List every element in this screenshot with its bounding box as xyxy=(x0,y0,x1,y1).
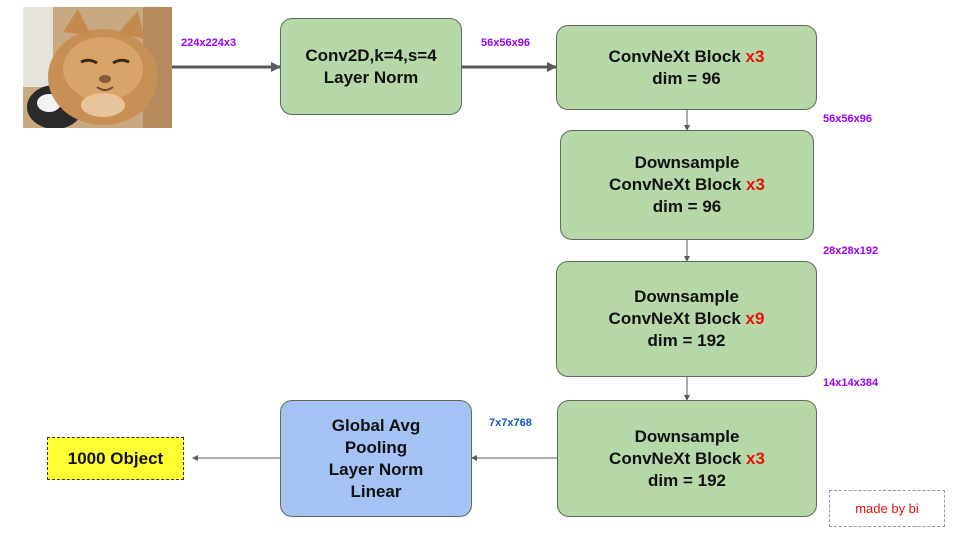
output-box: 1000 Object xyxy=(47,437,184,480)
stage4-dim: dim = 192 xyxy=(648,470,726,490)
stage4-downsample: Downsample xyxy=(634,426,740,446)
credit-box: made by bi xyxy=(829,490,945,527)
stage2-block-line: ConvNeXt Block x3 xyxy=(609,174,765,196)
head-box: Global Avg Pooling Layer Norm Linear xyxy=(280,400,472,517)
stage3-downsample: Downsample xyxy=(634,287,739,306)
head-pool-line2: Pooling xyxy=(344,437,408,457)
stem-norm-label: Layer Norm xyxy=(323,67,419,87)
shape-after-stem: 56x56x96 xyxy=(481,37,530,49)
stage1-block-label: ConvNeXt Block xyxy=(608,46,741,66)
shape-after-stage1: 56x56x96 xyxy=(823,113,872,125)
stem-box: Conv2D,k=4,s=4 Layer Norm xyxy=(280,18,462,115)
stage4-box: Downsample ConvNeXt Block x3 dim = 192 xyxy=(557,400,817,517)
credit-label: made by bi xyxy=(855,501,919,516)
stage1-box: ConvNeXt Block x3 dim = 96 xyxy=(556,25,817,110)
stage2-downsample: Downsample xyxy=(634,153,740,172)
stage1-multiplier: x3 xyxy=(745,46,765,66)
input-cat-photo xyxy=(23,7,172,128)
stem-conv-label: Conv2D,k=4,s=4 xyxy=(305,45,437,65)
stage2-box: Downsample ConvNeXt Block x3 dim = 96 xyxy=(560,130,814,240)
stage4-block-label: ConvNeXt Block xyxy=(609,448,742,468)
output-label: 1000 Object xyxy=(67,448,164,468)
stage3-box: Downsample ConvNeXt Block x9 dim = 192 xyxy=(556,261,817,377)
stage4-multiplier: x3 xyxy=(746,448,765,468)
stage3-multiplier: x9 xyxy=(745,309,765,328)
shape-input: 224x224x3 xyxy=(181,37,237,49)
shape-after-stage2: 28x28x192 xyxy=(823,245,879,257)
stage3-dim: dim = 192 xyxy=(647,331,726,350)
shape-after-stage3: 14x14x384 xyxy=(823,377,879,389)
head-pool-line1: Global Avg xyxy=(331,415,421,435)
stage3-block-label: ConvNeXt Block xyxy=(608,309,741,328)
stage2-dim: dim = 96 xyxy=(652,197,722,216)
head-linear-label: Linear xyxy=(350,481,402,501)
shape-after-stage4: 7x7x768 xyxy=(489,417,532,429)
stage2-multiplier: x3 xyxy=(746,175,765,194)
stage1-dim: dim = 96 xyxy=(652,68,721,88)
stage3-block-line: ConvNeXt Block x9 xyxy=(609,308,765,330)
stage4-block-line: ConvNeXt Block x3 xyxy=(609,448,765,470)
stage1-block-line: ConvNeXt Block x3 xyxy=(609,46,765,68)
stage2-block-label: ConvNeXt Block xyxy=(609,175,742,194)
head-norm-label: Layer Norm xyxy=(328,459,424,479)
